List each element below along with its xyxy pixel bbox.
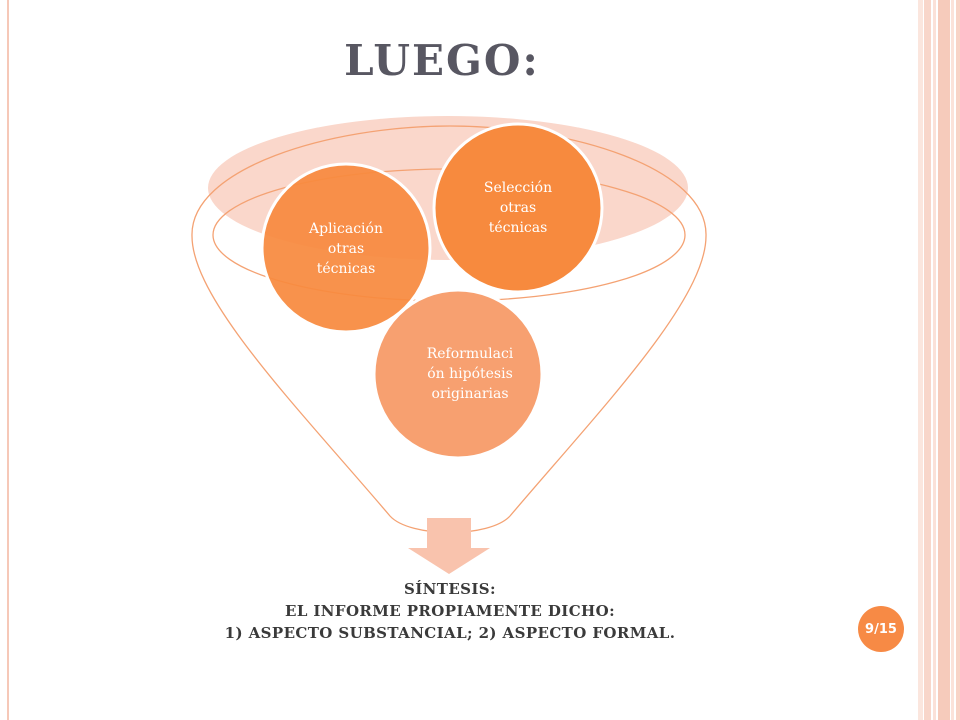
synthesis-text: SÍNTESIS: EL INFORME PROPIAMENTE DICHO: … [100, 578, 800, 644]
circle-label-seleccion-1: Selección [484, 180, 552, 196]
circle-label-aplicacion-3: técnicas [317, 261, 376, 277]
circle-label-seleccion-3: técnicas [489, 220, 548, 236]
arrow-shaft [427, 518, 471, 548]
right-decorative-stripes [918, 0, 960, 720]
funnel-outline [191, 125, 707, 534]
arrow-head [408, 548, 490, 574]
synthesis-line-3: 1) ASPECTO SUBSTANCIAL; 2) ASPECTO FORMA… [224, 624, 676, 642]
synthesis-line-2: EL INFORME PROPIAMENTE DICHO: [284, 602, 616, 620]
slide-title: LUEGO: [344, 36, 540, 85]
circle-label-aplicacion-2: otras [328, 241, 364, 257]
synthesis-line-1: SÍNTESIS: [404, 580, 496, 598]
stripe [938, 0, 950, 720]
circle-label-seleccion-2: otras [500, 200, 536, 216]
circle-reformulacion [372, 288, 544, 460]
circle-label-reformulacion-2: ón hipótesis [427, 366, 513, 382]
stripe [924, 0, 931, 720]
circle-aplicacion [260, 162, 432, 334]
stripe [918, 0, 923, 720]
circle-label-reformulacion-1: Reformulaci [427, 346, 514, 362]
circle-seleccion [432, 122, 604, 294]
stripe [951, 0, 954, 720]
stripe [933, 0, 936, 720]
circle-label-aplicacion-1: Aplicación [308, 221, 383, 237]
stripe [956, 0, 960, 720]
left-border-line [7, 0, 9, 720]
page-number-badge: 9/15 [858, 606, 904, 652]
circle-label-reformulacion-3: originarias [431, 386, 508, 402]
